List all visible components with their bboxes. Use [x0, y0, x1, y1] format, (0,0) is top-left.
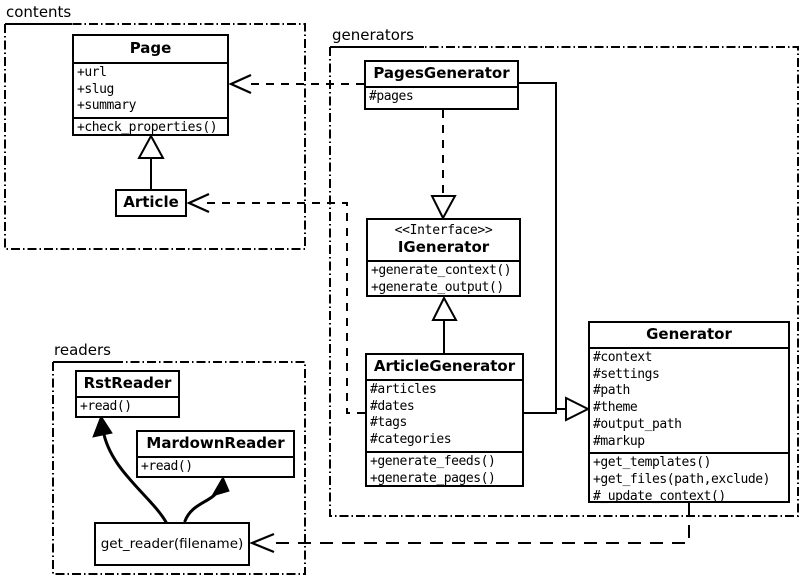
generalization-articlegenerator-to-generator-line: [524, 408, 566, 414]
class-name-page: Page: [129, 39, 172, 57]
class-box-articlegenerator[interactable]: ArticleGenerator #articles #dates #tags …: [365, 353, 524, 487]
operation-item: +read(): [80, 398, 132, 414]
class-name-pagesgenerator: PagesGenerator: [373, 64, 510, 82]
realization-articlegenerator-to-igenerator-arrowhead: [431, 295, 458, 321]
class-name-article: Article: [123, 193, 179, 211]
generalization-to-generator-arrowhead: [565, 396, 591, 422]
dependency-articlegenerator-to-article-line: [203, 202, 365, 414]
function-box-get-reader[interactable]: get_reader(filename): [94, 522, 250, 566]
operation-item: +read(): [141, 458, 193, 474]
attribute-item: #markup: [593, 433, 645, 449]
dependency-generator-to-getreader-line: [268, 503, 690, 544]
realization-pagesgenerator-to-igenerator-arrowhead: [430, 195, 457, 221]
generalization-pagesgenerator-to-generator-line: [519, 82, 566, 410]
operation-item: +generate_context(): [371, 263, 512, 279]
package-label-readers: readers: [52, 341, 113, 359]
class-box-pagesgenerator[interactable]: PagesGenerator #pages: [364, 60, 519, 110]
class-box-article[interactable]: Article: [115, 189, 187, 217]
attribute-item: #theme: [593, 400, 638, 416]
operation-item: #_update_context(): [593, 488, 726, 504]
class-box-rstreader[interactable]: RstReader +read(): [75, 370, 180, 418]
class-attributes-page: +url +slug +summary: [74, 61, 227, 117]
operation-item: +get_templates(): [593, 455, 712, 471]
class-name-rstreader: RstReader: [83, 374, 172, 392]
class-attributes-pagesgenerator: #pages: [366, 85, 517, 108]
dependency-articlegenerator-to-article-arrowhead: [186, 192, 210, 214]
class-box-page[interactable]: Page +url +slug +summary +check_properti…: [72, 34, 229, 136]
class-operations-generator: +get_templates() +get_files(path,exclude…: [590, 452, 788, 507]
create-getreader-to-mardownreader-arrowhead: [210, 475, 230, 497]
class-name-articlegenerator: ArticleGenerator: [373, 357, 516, 375]
operation-item: +get_files(path,exclude): [593, 472, 771, 488]
class-name-mardownreader: MardownReader: [146, 434, 285, 452]
attribute-item: #path: [593, 383, 630, 399]
attribute-item: #settings: [593, 366, 660, 382]
class-name-igenerator: <<Interface>> IGenerator: [368, 220, 519, 260]
class-box-generator[interactable]: Generator #context #settings #path #them…: [588, 321, 790, 504]
operation-item: +generate_feeds(): [370, 453, 496, 469]
attribute-item: +slug: [77, 81, 114, 97]
operation-item: +generate_pages(): [370, 470, 496, 486]
attribute-item: #tags: [370, 415, 407, 431]
class-operations-articlegenerator: +generate_feeds() +generate_pages(): [367, 450, 522, 490]
class-box-mardownreader[interactable]: MardownReader +read(): [136, 430, 295, 478]
class-name-generator: Generator: [646, 325, 732, 343]
dependency-generator-to-getreader-arrowhead: [249, 532, 275, 554]
function-box-label: get_reader(filename): [100, 536, 244, 552]
operation-item: +generate_output(): [371, 280, 504, 296]
class-operations-rstreader: +read(): [77, 395, 178, 418]
attribute-item: #pages: [369, 88, 414, 104]
class-name-text-igenerator: IGenerator: [397, 237, 490, 256]
create-getreader-to-rstreader-arrowhead: [92, 414, 113, 438]
attribute-item: #categories: [370, 432, 452, 448]
dependency-pagesgenerator-to-page-arrowhead: [228, 73, 252, 95]
package-label-contents: contents: [4, 3, 74, 21]
class-stereotype-igenerator: <<Interface>>: [394, 223, 493, 238]
attribute-item: #context: [593, 349, 653, 365]
attribute-item: +url: [77, 64, 107, 80]
class-attributes-articlegenerator: #articles #dates #tags #categories: [367, 378, 522, 451]
class-operations-mardownreader: +read(): [138, 455, 293, 478]
class-attributes-generator: #context #settings #path #theme #output_…: [590, 346, 788, 453]
class-operations-igenerator: +generate_context() +generate_output(): [368, 260, 519, 299]
attribute-item: #output_path: [593, 416, 682, 432]
class-box-igenerator[interactable]: <<Interface>> IGenerator +generate_conte…: [366, 218, 521, 297]
package-label-generators: generators: [330, 26, 416, 44]
create-getreader-to-mardownreader-line: [183, 488, 221, 523]
attribute-item: +summary: [77, 98, 137, 114]
attribute-item: #dates: [370, 398, 415, 414]
attribute-item: #articles: [370, 381, 437, 397]
operation-item: +check_properties(): [77, 120, 218, 136]
generalization-article-to-page-arrowhead: [137, 133, 165, 159]
class-operations-page: +check_properties(): [74, 117, 227, 139]
